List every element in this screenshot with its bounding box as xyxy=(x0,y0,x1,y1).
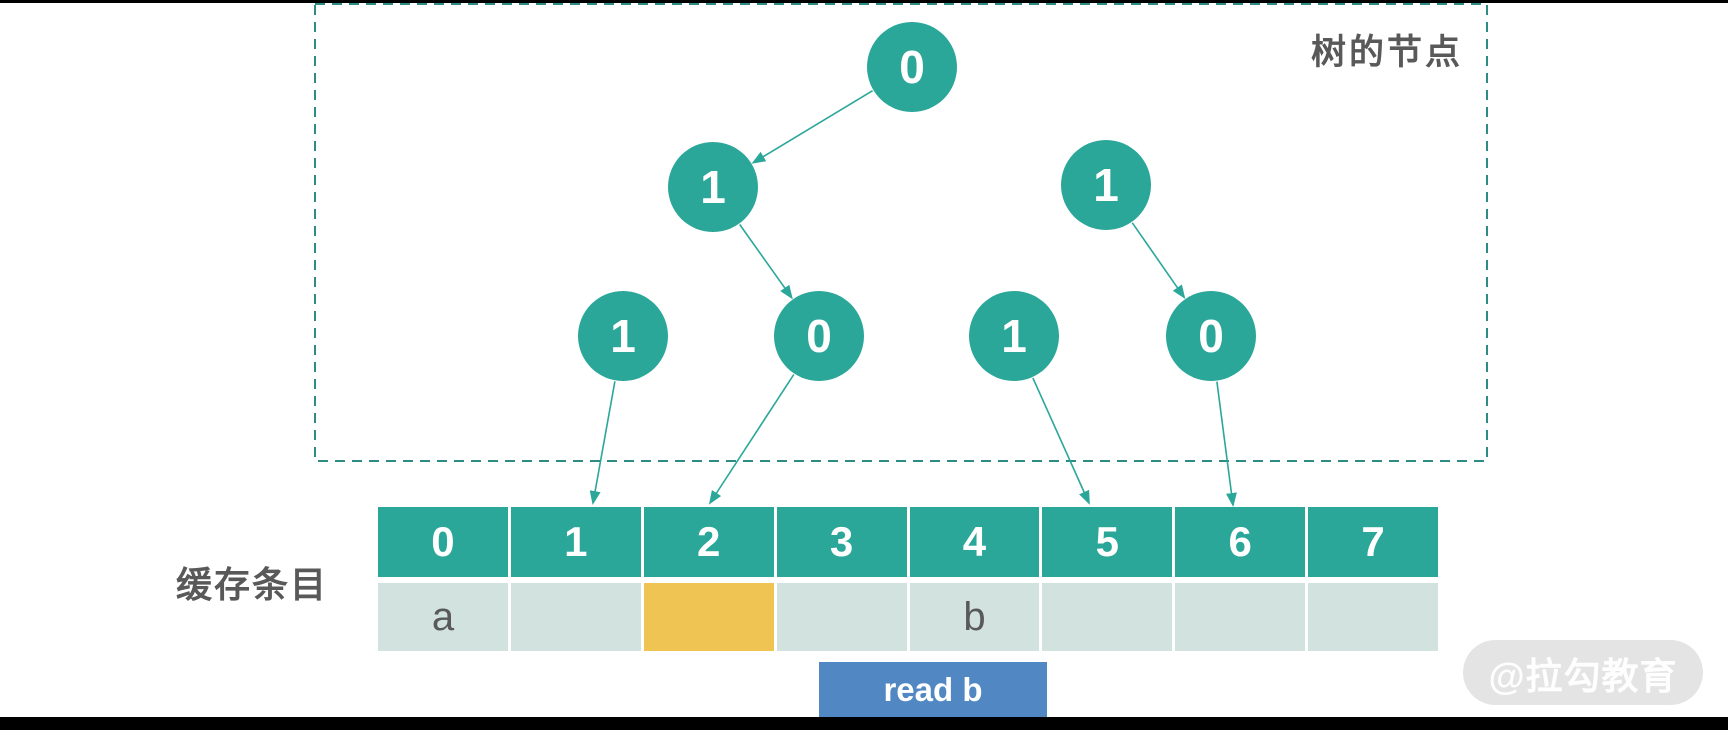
cache-index-cell-3: 3 xyxy=(776,507,907,577)
cache-entry-cell-5 xyxy=(1042,583,1173,651)
cache-entry-cell-6 xyxy=(1175,583,1306,651)
tree-node-leaf-a-label: 1 xyxy=(610,310,636,362)
cache-table: 0 1 2 3 4 5 6 7 a b xyxy=(378,507,1438,651)
tree-edges xyxy=(589,90,1237,507)
tree-nodes: 0 1 1 1 0 1 0 xyxy=(578,22,1256,381)
watermark-badge: @拉勾教育 xyxy=(1463,640,1703,705)
cache-index-cell-6: 6 xyxy=(1175,507,1306,577)
tree-node-leaf-a: 1 xyxy=(578,291,668,381)
cache-index-cell-0: 0 xyxy=(378,507,508,577)
tree-node-leaf-c: 1 xyxy=(969,291,1059,381)
tree-node-leaf-d: 0 xyxy=(1166,291,1256,381)
cache-index-row: 0 1 2 3 4 5 6 7 xyxy=(378,507,1438,577)
cache-index-cell-4: 4 xyxy=(909,507,1040,577)
cache-entry-cell-2 xyxy=(643,583,774,651)
edge-right-child-to-leaf xyxy=(1131,222,1186,300)
tree-region-dashed-box xyxy=(314,3,1488,462)
read-b-button[interactable]: read b xyxy=(819,662,1047,717)
cache-index-cell-2: 2 xyxy=(643,507,774,577)
edge-root-to-left-child xyxy=(751,90,874,164)
cache-entry-row: a b xyxy=(378,583,1438,651)
edge-leaf-to-cell-5 xyxy=(1032,377,1090,505)
edge-left-child-to-leaf xyxy=(739,224,793,300)
tree-node-leaf-c-label: 1 xyxy=(1001,310,1027,362)
tree-node-leaf-b: 0 xyxy=(774,291,864,381)
tree-region-label: 树的节点 xyxy=(1311,33,1464,72)
cache-entry-cell-7 xyxy=(1308,583,1438,651)
tree-node-level2-left-label: 1 xyxy=(700,161,726,213)
edge-leaf-to-cell-1 xyxy=(589,381,616,505)
tree-node-level2-left: 1 xyxy=(668,142,758,232)
tree-node-level2-right: 1 xyxy=(1061,140,1151,230)
cache-entry-cell-4: b xyxy=(909,583,1040,651)
tree-node-root-label: 0 xyxy=(899,41,925,93)
edge-leaf-to-cell-2 xyxy=(708,374,795,505)
cache-entry-cell-1 xyxy=(510,583,641,651)
cache-entry-cell-0: a xyxy=(378,583,508,651)
bottom-frame-bar xyxy=(0,717,1728,730)
cache-index-cell-1: 1 xyxy=(510,507,641,577)
tree-node-leaf-b-label: 0 xyxy=(806,310,832,362)
cache-index-cell-7: 7 xyxy=(1308,507,1438,577)
tree-node-level2-right-label: 1 xyxy=(1093,159,1119,211)
top-frame-bar xyxy=(0,0,1728,3)
edge-leaf-to-cell-6 xyxy=(1216,381,1237,507)
tree-node-leaf-d-label: 0 xyxy=(1198,310,1224,362)
cache-entry-cell-3 xyxy=(776,583,907,651)
tree-node-root: 0 xyxy=(867,22,957,112)
cache-entries-label: 缓存条目 xyxy=(176,564,329,605)
cache-index-cell-5: 5 xyxy=(1042,507,1173,577)
